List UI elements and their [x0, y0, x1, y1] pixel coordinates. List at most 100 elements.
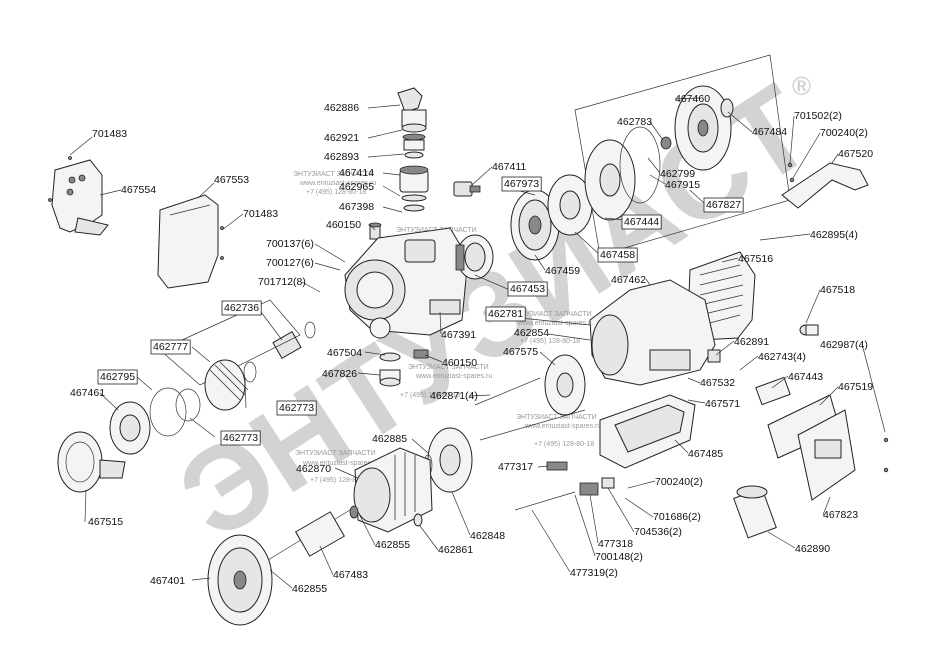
part-number-label: 462799 [660, 168, 695, 180]
part-callout-p467462[interactable]: 467462 [611, 274, 646, 286]
part-callout-p467459[interactable]: 467459 [545, 265, 580, 277]
part-callout-p467553[interactable]: 467553 [214, 174, 249, 186]
part-callout-p467391[interactable]: 467391 [441, 329, 476, 341]
part-callout-p700240b[interactable]: 700240(2) [655, 476, 703, 488]
part-number-label: 467401 [150, 575, 185, 587]
phone-watermark: +7 (495) 128-80-18 [310, 477, 370, 484]
site-watermark: www.entuziast-spares.ru [302, 460, 379, 467]
part-callout-p462921[interactable]: 462921 [324, 132, 359, 144]
part-callout-p462871[interactable]: 462871(4) [430, 390, 478, 402]
part-number-label: 462886 [324, 102, 359, 114]
part-callout-p462893[interactable]: 462893 [324, 151, 359, 163]
site-watermark: www.entuziast-spares.ru [415, 373, 492, 380]
part-callout-p467504[interactable]: 467504 [327, 347, 362, 359]
part-callout-p462773b[interactable]: 462773 [220, 430, 261, 446]
part-callout-p462795[interactable]: 462795 [97, 369, 138, 385]
part-callout-p701712[interactable]: 701712(8) [258, 276, 306, 288]
part-477317-connectors [514, 461, 615, 511]
part-callout-p701483b[interactable]: 701483 [243, 208, 278, 220]
part-callout-p467826[interactable]: 467826 [322, 368, 357, 380]
part-callout-p462848[interactable]: 462848 [470, 530, 505, 542]
part-number-label: 467458 [600, 249, 635, 261]
part-callout-p462736[interactable]: 462736 [221, 300, 262, 316]
part-callout-p467515[interactable]: 467515 [88, 516, 123, 528]
part-callout-p701502[interactable]: 701502(2) [794, 110, 842, 122]
part-callout-p700127[interactable]: 700127(6) [266, 257, 314, 269]
part-number-label: 462921 [324, 132, 359, 144]
part-callout-p462965[interactable]: 462965 [339, 181, 374, 193]
part-callout-p462855b[interactable]: 462855 [292, 583, 327, 595]
part-callout-p467554[interactable]: 467554 [121, 184, 156, 196]
part-callout-p462777[interactable]: 462777 [150, 339, 191, 355]
part-callout-p467485[interactable]: 467485 [688, 448, 723, 460]
part-callout-p462870[interactable]: 462870 [296, 463, 331, 475]
part-callout-p467483[interactable]: 467483 [333, 569, 368, 581]
part-number-label: 477318 [598, 538, 633, 550]
part-number-label: 467484 [752, 126, 787, 138]
part-callout-p462743[interactable]: 462743(4) [758, 351, 806, 363]
part-callout-p477318[interactable]: 477318 [598, 538, 633, 550]
phone-watermark: +7 (495) 128-80-18 [520, 338, 580, 345]
part-callout-p462987[interactable]: 462987(4) [820, 339, 868, 351]
part-number-label: 462871(4) [430, 390, 478, 402]
part-callout-p462891[interactable]: 462891 [734, 336, 769, 348]
part-callout-p467575[interactable]: 467575 [503, 346, 538, 358]
part-callout-p467414[interactable]: 467414 [339, 167, 374, 179]
part-number-label: 467520 [838, 148, 873, 160]
part-number-label: 462987(4) [820, 339, 868, 351]
part-number-label: 467444 [624, 216, 659, 228]
part-callout-p477317[interactable]: 477317 [498, 461, 533, 473]
part-callout-p467973[interactable]: 467973 [501, 176, 542, 192]
part-callout-p704536[interactable]: 704536(2) [634, 526, 682, 538]
part-467401-base-flange [207, 534, 273, 626]
part-callout-p467532[interactable]: 467532 [700, 377, 735, 389]
part-callout-p701686[interactable]: 701686(2) [653, 511, 701, 523]
part-callout-p460150b[interactable]: 460150 [442, 357, 477, 369]
part-callout-p467453[interactable]: 467453 [507, 281, 548, 297]
part-callout-p701483a[interactable]: 701483 [92, 128, 127, 140]
part-callout-p467398[interactable]: 467398 [339, 201, 374, 213]
part-callout-p462895[interactable]: 462895(4) [810, 229, 858, 241]
part-callout-p462861[interactable]: 462861 [438, 544, 473, 556]
part-467823-terminal-cover [797, 409, 889, 501]
part-462861-bushing [413, 513, 423, 527]
part-callout-p700137[interactable]: 700137(6) [266, 238, 314, 250]
part-callout-p467571[interactable]: 467571 [705, 398, 740, 410]
part-callout-p462885[interactable]: 462885 [372, 433, 407, 445]
part-callout-p462781[interactable]: 462781 [485, 306, 526, 322]
part-callout-p467484[interactable]: 467484 [752, 126, 787, 138]
part-462871-tie-rods [474, 377, 586, 441]
part-callout-p467411[interactable]: 467411 [492, 161, 526, 173]
part-callout-p460150a[interactable]: 460150 [326, 219, 361, 231]
part-callout-p467827[interactable]: 467827 [703, 197, 744, 213]
part-callout-p462886[interactable]: 462886 [324, 102, 359, 114]
part-callout-p467443[interactable]: 467443 [788, 371, 823, 383]
part-callout-p467823[interactable]: 467823 [823, 509, 858, 521]
part-callout-p467519[interactable]: 467519 [838, 381, 873, 393]
part-stack-top [397, 87, 427, 159]
part-callout-p467915[interactable]: 467915 [665, 179, 700, 191]
part-callout-p462783[interactable]: 462783 [617, 116, 652, 128]
part-callout-p467401[interactable]: 467401 [150, 575, 185, 587]
part-callout-p467516[interactable]: 467516 [738, 253, 773, 265]
part-callout-p462773a[interactable]: 462773 [276, 400, 317, 416]
part-number-label: 467504 [327, 347, 362, 359]
part-callout-p700240a[interactable]: 700240(2) [820, 127, 868, 139]
part-callout-p467520[interactable]: 467520 [838, 148, 873, 160]
part-callout-p462799[interactable]: 462799 [660, 168, 695, 180]
part-callout-p462854[interactable]: 462854 [514, 327, 549, 339]
part-callout-p467458[interactable]: 467458 [597, 247, 638, 263]
part-number-label: 467575 [503, 346, 538, 358]
part-callout-p477319[interactable]: 477319(2) [570, 567, 618, 579]
part-callout-p462855a[interactable]: 462855 [375, 539, 410, 551]
part-callout-p467518[interactable]: 467518 [820, 284, 855, 296]
part-callout-p700148[interactable]: 700148(2) [595, 551, 643, 563]
part-callout-p467444[interactable]: 467444 [621, 214, 662, 230]
part-callout-p467461[interactable]: 467461 [70, 387, 105, 399]
part-467554-bracket [48, 156, 109, 236]
part-callout-p467460[interactable]: 467460 [675, 93, 710, 105]
part-467443-bracket [707, 349, 791, 406]
part-callout-p462890[interactable]: 462890 [795, 543, 830, 555]
